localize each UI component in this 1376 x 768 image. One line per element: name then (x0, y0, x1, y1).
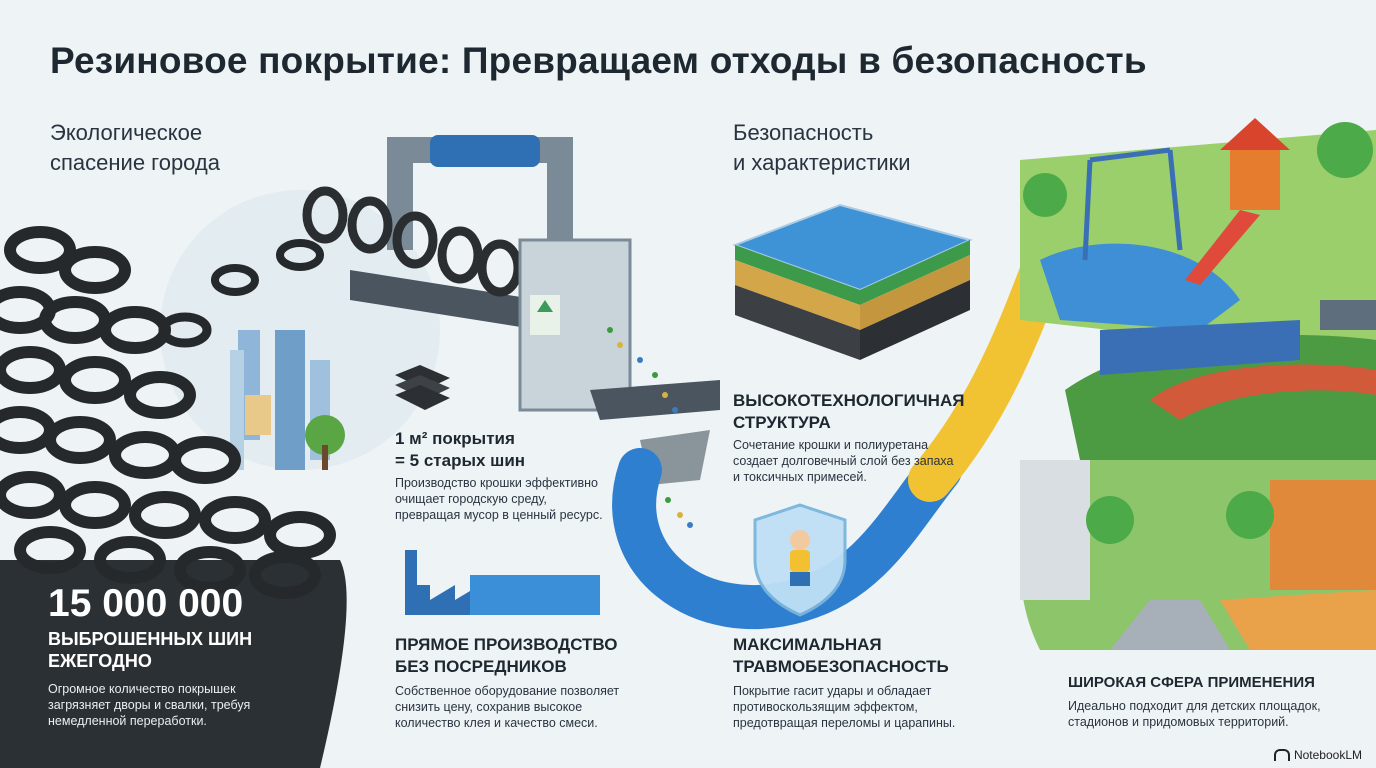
courtyard-scene (1020, 460, 1376, 650)
stat-desc-line1: Огромное количество покрышек (48, 682, 236, 696)
stat-desc-line3: немедленной переработки. (48, 714, 207, 728)
production-body-line1: Собственное оборудование позволяет (395, 684, 620, 698)
production-body-line2: снизить цену, сохранив высокое (395, 700, 583, 714)
stat-number: 15 000 000 (48, 582, 244, 625)
tire-pile (0, 226, 336, 599)
shield-child (753, 503, 847, 617)
production-heading-line2: БЕЗ ПОСРЕДНИКОВ (395, 657, 567, 676)
trees-left (305, 415, 345, 470)
structure-heading: ВЫСОКОТЕХНОЛОГИЧНАЯ СТРУКТУРА (733, 390, 964, 434)
application-body: Идеально подходит для детских площадок, … (1068, 698, 1358, 730)
playground-scene (1020, 118, 1376, 360)
safety-body-line3: предотвращая переломы и царапины. (733, 716, 956, 730)
stat-label: ВЫБРОШЕННЫХ ШИН ЕЖЕГОДНО (48, 628, 252, 672)
structure-heading-line2: СТРУКТУРА (733, 413, 831, 432)
ratio-body-line3: превращая мусор в ценный ресурс. (395, 508, 603, 522)
tile-stack-icon (395, 365, 450, 410)
safety-body-line2: противоскользящим эффектом, (733, 700, 918, 714)
ratio-body-line1: Производство крошки эффективно (395, 476, 599, 490)
recycling-machine (302, 135, 720, 485)
stadium-scene (1065, 300, 1376, 460)
application-body-line2: стадионов и придомовых территорий. (1068, 715, 1289, 729)
dark-stat-panel (0, 560, 347, 768)
brand-mark: NotebookLM (1273, 748, 1362, 762)
production-heading: ПРЯМОЕ ПРОИЗВОДСТВО БЕЗ ПОСРЕДНИКОВ (395, 634, 618, 678)
structure-body: Сочетание крошки и полиуретана создает д… (733, 437, 1003, 485)
section-eco-title-line1: Экологическое (50, 120, 203, 145)
ratio-heading: 1 м² покрытия = 5 старых шин (395, 428, 525, 472)
brand-label: NotebookLM (1293, 748, 1362, 762)
section-safety-title-line1: Безопасность (733, 120, 874, 145)
ratio-body-line2: очищает городскую среду, (395, 492, 547, 506)
stat-label-line1: ВЫБРОШЕННЫХ ШИН (48, 629, 253, 649)
stat-label-line2: ЕЖЕГОДНО (48, 651, 152, 671)
application-body-line1: Идеально подходит для детских площадок, (1068, 699, 1321, 713)
ratio-body: Производство крошки эффективно очищает г… (395, 475, 635, 523)
brand-logo-icon (1273, 749, 1290, 761)
section-safety-title: Безопасность и характеристики (733, 118, 911, 178)
page-title: Резиновое покрытие: Превращаем отходы в … (50, 40, 1147, 81)
safety-heading: МАКСИМАЛЬНАЯ ТРАВМОБЕЗОПАСНОСТЬ (733, 634, 949, 678)
structure-body-line2: создает долговечный слой без запаха (733, 454, 954, 468)
layered-coating-structure (732, 203, 973, 360)
stat-desc-line2: загрязняет дворы и свалки, требуя (48, 698, 251, 712)
structure-body-line1: Сочетание крошки и полиуретана (733, 438, 929, 452)
safety-body-line1: Покрытие гасит удары и обладает (733, 684, 932, 698)
ratio-heading-line2: = 5 старых шин (395, 451, 526, 470)
rubber-crumbs (607, 327, 693, 528)
production-heading-line1: ПРЯМОЕ ПРОИЗВОДСТВО (395, 635, 618, 654)
section-eco-title-line2: спасение города (50, 150, 221, 175)
structure-heading-line1: ВЫСОКОТЕХНОЛОГИЧНАЯ (733, 391, 965, 410)
safety-heading-line1: МАКСИМАЛЬНАЯ (733, 635, 882, 654)
application-heading: ШИРОКАЯ СФЕРА ПРИМЕНЕНИЯ (1068, 672, 1315, 694)
structure-body-line3: и токсичных примесей. (733, 470, 867, 484)
application-heading-line1: ШИРОКАЯ СФЕРА ПРИМЕНЕНИЯ (1068, 674, 1315, 691)
safety-heading-line2: ТРАВМОБЕЗОПАСНОСТЬ (733, 657, 949, 676)
safety-body: Покрытие гасит удары и обладает противос… (733, 683, 1003, 731)
production-body: Собственное оборудование позволяет снизи… (395, 683, 655, 731)
factory-icon (405, 550, 600, 615)
section-eco-title: Экологическое спасение города (50, 118, 220, 178)
stat-description: Огромное количество покрышек загрязняет … (48, 681, 278, 729)
section-safety-title-line2: и характеристики (733, 150, 911, 175)
ratio-heading-line1: 1 м² покрытия (395, 429, 515, 448)
production-body-line3: количество клея и качество смеси. (395, 716, 598, 730)
city-skyline (160, 190, 440, 470)
